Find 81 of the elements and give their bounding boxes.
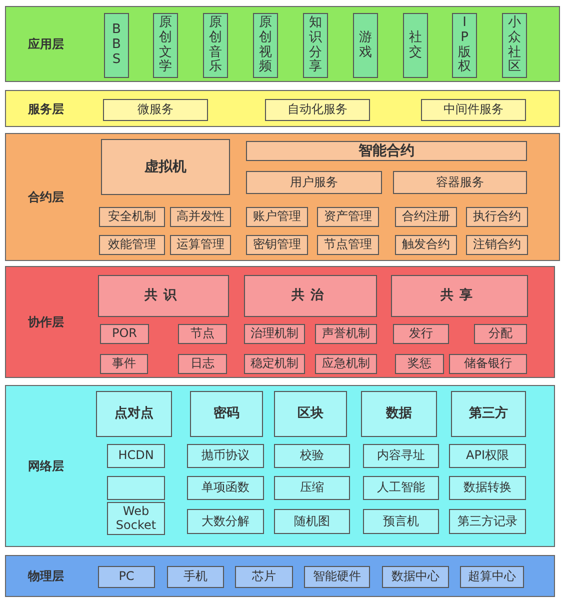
module-box: 声誉机制 — [315, 324, 377, 344]
module-heading-box: 第三方 — [451, 391, 526, 437]
module-box: 运算管理 — [170, 235, 231, 255]
module-box: 高并发性 — [170, 207, 231, 227]
module-heading-box: 数据 — [361, 391, 437, 437]
module-box: 效能管理 — [99, 235, 165, 255]
module-box: BBS — [104, 13, 129, 78]
module-heading-box: 智能合约 — [246, 141, 527, 161]
module-box: 内容寻址 — [363, 444, 439, 468]
layer-label: 应用层 — [28, 38, 64, 52]
module-box: POR — [100, 324, 149, 344]
module-box: 抛币协议 — [187, 444, 264, 468]
module-box: 分配 — [474, 324, 527, 344]
module-box: 校验 — [274, 444, 350, 468]
module-box: 资产管理 — [317, 207, 379, 227]
module-box: HCDN — [107, 444, 165, 468]
layer-label: 合约层 — [28, 191, 64, 205]
module-heading-box: 点对点 — [96, 391, 172, 437]
module-box: 游戏 — [353, 13, 378, 78]
module-box: 原创视频 — [253, 13, 278, 78]
module-box: 手机 — [167, 566, 224, 588]
module-box: 人工智能 — [363, 476, 439, 500]
module-box: 知识分享 — [303, 13, 328, 78]
layer-label: 协作层 — [28, 316, 64, 330]
module-box: 触发合约 — [395, 235, 457, 255]
module-box: IP版权 — [452, 13, 477, 78]
module-box: 奖惩 — [395, 354, 444, 374]
module-box: 日志 — [178, 354, 227, 374]
module-box: 稳定机制 — [244, 354, 305, 374]
module-box: 节点管理 — [317, 235, 379, 255]
module-box: 密钥管理 — [246, 235, 308, 255]
module-box: 预言机 — [363, 509, 439, 534]
module-box: PC — [98, 566, 155, 588]
module-box: 数据转换 — [449, 476, 526, 500]
module-box: 小众社区 — [502, 13, 527, 78]
module-heading-box: 共识 — [98, 275, 229, 317]
module-box: 大数分解 — [187, 509, 264, 534]
module-box: 中间件服务 — [421, 99, 526, 121]
module-box: Web Socket — [107, 502, 165, 535]
module-box: 发行 — [393, 324, 449, 344]
module-heading-box: 共享 — [391, 275, 528, 317]
layer-label: 网络层 — [28, 460, 64, 474]
module-heading-box: 虚拟机 — [101, 139, 230, 195]
layer-band — [5, 6, 560, 82]
layer-band — [5, 266, 555, 378]
module-box: 节点 — [178, 324, 227, 344]
module-box: 事件 — [100, 354, 148, 374]
layer-band — [5, 90, 560, 127]
module-box: 随机图 — [274, 509, 350, 534]
module-box: 微服务 — [103, 99, 208, 121]
module-box: 芯片 — [235, 566, 293, 588]
layer-band — [5, 385, 555, 547]
module-box: 超算中心 — [460, 566, 524, 588]
module-box: 自动化服务 — [265, 99, 370, 121]
layer-label: 服务层 — [28, 102, 64, 116]
layer-band — [5, 133, 560, 261]
module-heading-box: 密码 — [190, 391, 263, 437]
module-box: 合约注册 — [395, 207, 457, 227]
module-box: API权限 — [449, 444, 526, 468]
layer-band — [5, 555, 555, 597]
module-box: 原创文学 — [153, 13, 178, 78]
module-box: 用户服务 — [246, 171, 382, 194]
module-box: 原创音乐 — [203, 13, 228, 78]
module-heading-box: 区块 — [274, 391, 347, 437]
module-box: 智能硬件 — [304, 566, 370, 588]
module-box: 账户管理 — [246, 207, 308, 227]
module-box: 注销合约 — [466, 235, 528, 255]
box-shape — [107, 476, 165, 500]
module-box: 数据中心 — [382, 566, 449, 588]
module-box: 执行合约 — [466, 207, 528, 227]
module-heading-box: 共治 — [244, 275, 377, 317]
module-box: 压缩 — [274, 476, 350, 500]
layer-label: 物理层 — [28, 570, 64, 584]
module-box: 第三方记录 — [449, 509, 526, 534]
module-box: 治理机制 — [244, 324, 305, 344]
module-box: 储备银行 — [449, 354, 527, 374]
module-box: 安全机制 — [99, 207, 165, 227]
module-box: 单项函数 — [187, 476, 264, 500]
module-box: 社交 — [403, 13, 428, 78]
module-box: 容器服务 — [393, 171, 527, 194]
module-box: 应急机制 — [315, 354, 377, 374]
